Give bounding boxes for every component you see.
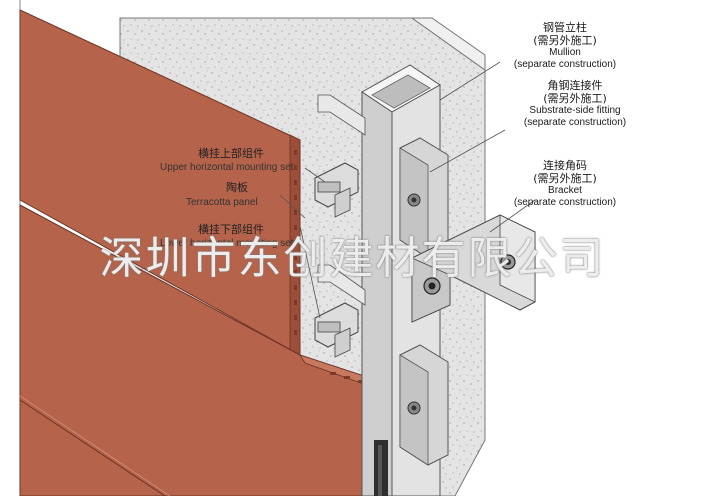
label-fitting: 角钢连接件 (需另外施工) Substrate-side fitting (se… [510,79,640,128]
terracotta-panel-joint [19,399,166,496]
label-bracket-en: Bracket [548,185,582,197]
label-bracket-en-sub: (separate construction) [513,196,617,208]
label-mullion-en-sub: (separate construction) [513,58,617,70]
label-bracket-cn-sub: (需另外施工) [533,171,597,185]
label-fitting-en: Substrate-side fitting [529,105,621,117]
label-mullion-cn-sub: (需另外施工) [533,33,597,47]
label-lower-cn: 横挂下部组件 [198,223,264,236]
bracket [411,214,536,323]
page-margin [0,0,20,496]
upper-mounting-set [314,162,359,218]
leader-lines [279,61,536,319]
company-watermark: 深圳市东创建材有限公司 [99,233,606,284]
lower-mounting-set [314,302,359,358]
label-lower-mounting-set: 横挂下部组件 [198,223,264,236]
wall-top-face [410,17,486,71]
label-mullion-cn: 钢管立柱 [543,21,587,34]
label-upper-en-wrap: Upper horizontal mounting set [160,162,293,173]
label-upper-cn: 横挂上部组件 [198,147,264,160]
label-bracket-cn: 连接角码 [543,159,587,172]
label-panel: 陶板 [226,181,248,194]
label-fitting-en-sub: (separate construction) [523,116,627,128]
label-panel-en: Terracotta panel [186,197,258,208]
label-panel-en-wrap: Terracotta panel [186,197,258,208]
label-fitting-cn: 角钢连接件 [547,79,603,92]
label-upper-mounting-set: 横挂上部组件 [198,147,264,160]
label-fitting-cn-sub: (需另外施工) [543,91,607,105]
label-upper-en: Upper horizontal mounting set [160,162,294,173]
label-bracket: 连接角码 (需另外施工) Bracket (separate construct… [500,159,630,208]
label-lower-en-wrap: Lower horizontal mounting set [160,238,293,249]
label-mullion: 钢管立柱 (需另外施工) Mullion (separate construct… [500,21,630,70]
label-panel-cn: 陶板 [226,181,248,194]
label-lower-en: Lower horizontal mounting set [160,238,294,249]
terracotta-panels [19,9,376,496]
wall-clips [317,94,366,306]
label-mullion-en: Mullion [549,47,581,59]
